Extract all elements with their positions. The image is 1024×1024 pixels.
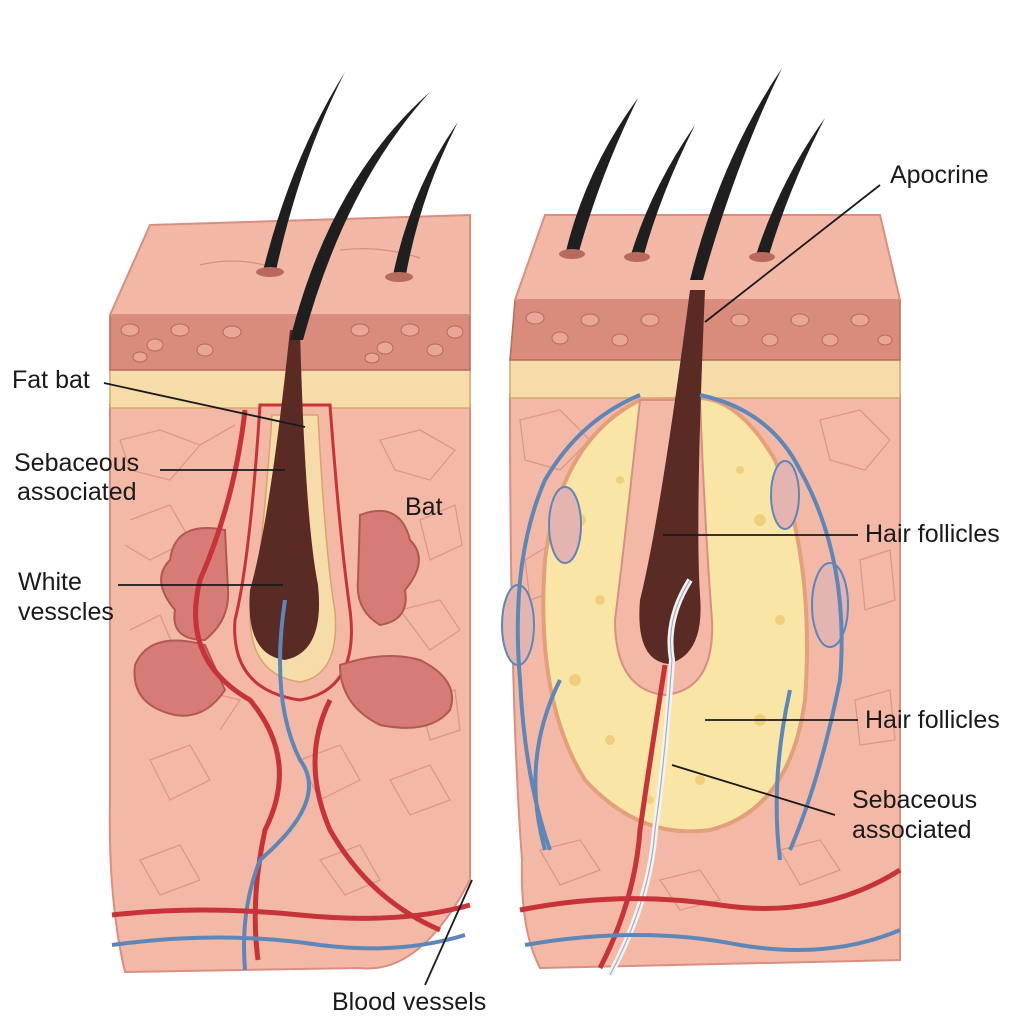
right-epidermis xyxy=(510,300,900,360)
label-blood-vessels: Blood vessels xyxy=(332,988,486,1016)
label-sebaceous-left-line2: associated xyxy=(17,478,137,506)
label-hair-follicles-upper: Hair follicles xyxy=(865,520,1000,548)
label-hair-follicles-lower: Hair follicles xyxy=(865,706,1000,734)
left-skin-block xyxy=(110,215,470,972)
label-white-vessels-line2: vesscles xyxy=(18,598,114,626)
label-sebaceous-left-line1: Sebaceous xyxy=(14,449,139,477)
label-fat-bat: Fat bat xyxy=(12,366,90,394)
right-fat-layer xyxy=(510,358,900,398)
label-apocrine: Apocrine xyxy=(890,161,989,189)
label-white-vessels-line1: White xyxy=(18,568,82,596)
label-sebaceous-right-line1: Sebaceous xyxy=(852,786,977,814)
label-bat: Bat xyxy=(405,493,443,521)
right-skin-block xyxy=(502,215,900,975)
label-sebaceous-right-line2: associated xyxy=(852,816,972,844)
